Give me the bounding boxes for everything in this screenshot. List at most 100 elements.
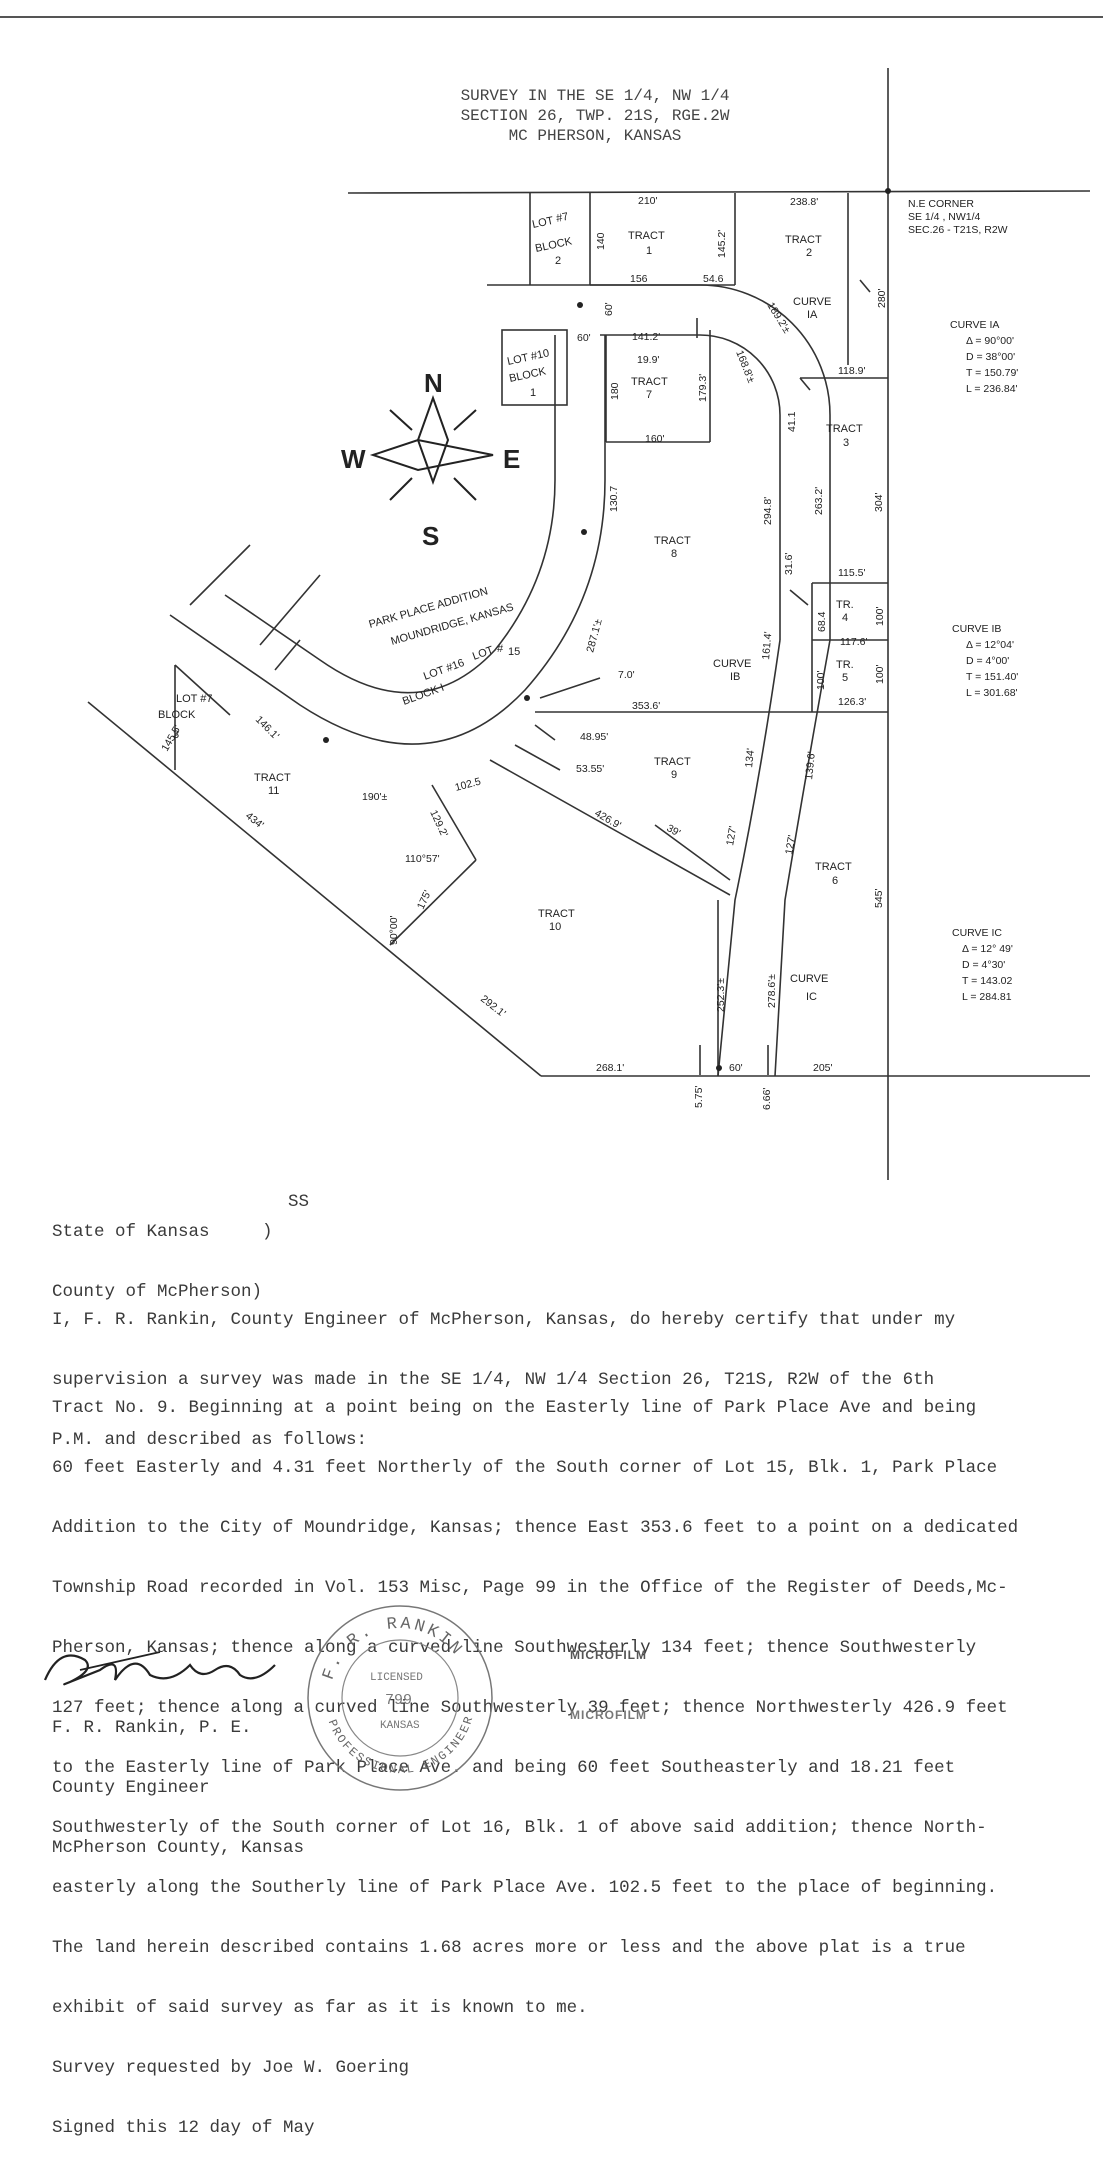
tract7-label: TRACT: [631, 376, 668, 388]
lot7-block3-block: BLOCK: [158, 709, 196, 721]
dim-41: 41.1: [786, 411, 798, 432]
dim-54-6: 54.6: [703, 273, 724, 285]
lot10-blocknum: 1: [530, 387, 536, 399]
body-line: Pherson, Kansas; thence along a curved l…: [52, 1638, 977, 1658]
body-line: 127 feet; thence along a curved line Sou…: [52, 1698, 1008, 1718]
compass-s: S: [422, 521, 439, 551]
dim-arrow-316: [789, 589, 809, 606]
lot-line-b: [259, 574, 321, 646]
curve-labels: CURVE IA CURVE IB CURVE IC: [713, 296, 831, 1003]
body-line: exhibit of said survey as far as it is k…: [52, 1998, 588, 2018]
tract3-label: TRACT: [826, 423, 863, 435]
road-west-curve: [717, 639, 781, 1077]
curve-ia-label: CURVE: [793, 296, 831, 308]
curve-ib-l: L = 301.68': [966, 687, 1018, 699]
dim-292: 292.1': [478, 993, 508, 1020]
dim-129: 129.2': [427, 808, 450, 839]
lot-line-c: [274, 639, 301, 671]
dim-60-c: 60': [729, 1062, 743, 1074]
tract4-number: 4: [842, 612, 848, 624]
microfilm-stamp-2: MICROFILM: [570, 1708, 647, 1722]
curve-ia-title: CURVE IA: [950, 319, 999, 331]
dim-60-a: 60': [603, 302, 615, 316]
intro-line: I, F. R. Rankin, County Engineer of McPh…: [52, 1310, 956, 1330]
lot7-block2-lot: LOT: [531, 215, 555, 231]
tract7-number: 7: [646, 389, 652, 401]
signer-county: McPherson County, Kansas: [52, 1838, 305, 1858]
dim-263: 263.2': [813, 487, 825, 515]
addition-label: PARK PLACE ADDITION MOUNDRIDGE, KANSAS: [368, 585, 516, 648]
park-place-ave-inner: [224, 335, 556, 694]
dim-arrow-39: [654, 824, 731, 881]
compass-n: N: [424, 368, 443, 398]
tract9-label: TRACT: [654, 756, 691, 768]
tract5-label: TR.: [836, 659, 854, 671]
tract1-label: TRACT: [628, 230, 665, 242]
plat-linework: [87, 68, 1091, 1180]
dim-280: 280': [876, 288, 888, 308]
lot15-number: 15: [508, 646, 520, 658]
signer-title: County Engineer: [52, 1778, 210, 1798]
ne-corner-line-2: SE 1/4 , NW1/4: [908, 211, 981, 223]
lot15-hash: #: [497, 643, 504, 655]
curve-ic-t: T = 143.02: [962, 975, 1012, 987]
dim-189: 189.2'±: [764, 300, 792, 335]
dim-145-5: 145.5': [159, 723, 184, 753]
curve-ia-delta: Δ = 90°00': [966, 335, 1014, 347]
tract4-label: TR.: [836, 599, 854, 611]
dim-90: 90°00': [388, 915, 400, 945]
dim-141: 141.2': [632, 331, 660, 343]
survey-point: [323, 737, 329, 743]
dim-268: 268.1': [596, 1062, 624, 1074]
dim-139: 139.6': [803, 751, 818, 780]
dim-19: 19.9': [637, 354, 659, 366]
curve-ic-l: L = 284.81: [962, 991, 1012, 1003]
survey-plat: N S E W TRACT 1 TRACT 2 TRACT 3 TR. 4 TR…: [87, 68, 1091, 1180]
curve-ic-delta: Δ = 12° 49': [962, 943, 1013, 955]
lot7-block3-east-line: [174, 664, 231, 716]
dim-294: 294.8': [762, 497, 774, 525]
dim-102: 102.5: [454, 775, 483, 793]
dim-146: 146.1': [253, 714, 281, 742]
curve-ib-title: CURVE IB: [952, 623, 1001, 635]
lot10-outline: [501, 329, 568, 406]
dim-100-a: 100': [874, 606, 886, 626]
curve-ia-table: CURVE IA Δ = 90°00' D = 38°00' T = 150.7…: [950, 319, 1018, 395]
curve-ic-title: CURVE IC: [952, 927, 1002, 939]
dim-arrow-1189: [799, 377, 811, 391]
intro-line: supervision a survey was made in the SE …: [52, 1370, 935, 1390]
engineer-seal: F. R. RANKIN PROFESSIONAL ENGINEER LICEN…: [307, 1605, 493, 1791]
venue-block: State of Kansas ) County of McPherson): [52, 1182, 273, 1322]
microfilm-stamp-1: MICROFILM: [570, 1648, 647, 1662]
dim-48: 48.95': [580, 731, 608, 743]
dim-160: 160': [645, 433, 665, 445]
tract3-number: 3: [843, 437, 849, 449]
curve-ia-label-num: IA: [807, 309, 818, 321]
dim-140: 140: [595, 232, 607, 250]
dim-205: 205': [813, 1062, 833, 1074]
lot7-block2-block: BLOCK: [534, 235, 574, 255]
dim-210: 210': [638, 195, 658, 207]
dim-39: 39': [665, 822, 683, 839]
dim-161: 161.4': [760, 631, 774, 660]
heading-line-3: MC PHERSON, KANSAS: [508, 127, 682, 145]
dim-168: 168.8'±: [733, 349, 757, 385]
dim-126: 126.3': [838, 696, 866, 708]
road-east-curve: [774, 639, 831, 1077]
body-line: Township Road recorded in Vol. 153 Misc,…: [52, 1578, 1008, 1598]
lot15-lot: LOT: [471, 644, 495, 663]
curve-ib-t: T = 151.40': [966, 671, 1018, 683]
dim-arrow-4895: [534, 724, 556, 741]
dim-190: 190'±: [362, 791, 388, 803]
dim-53: 53.55': [576, 763, 604, 775]
dim-arrow-5355: [514, 744, 561, 771]
tract8-label: TRACT: [654, 535, 691, 547]
dim-353: 353.6': [632, 700, 660, 712]
ne-corner-line-3: SEC.26 - T21S, R2W: [908, 224, 1008, 236]
curve-ib-d: D = 4°00': [966, 655, 1009, 667]
tract6-number: 6: [832, 875, 838, 887]
lot7-block2-number: #7: [555, 211, 569, 225]
dim-134: 134': [743, 748, 757, 769]
survey-point-ne: [885, 188, 891, 194]
ne-corner-line-1: N.E CORNER: [908, 198, 974, 210]
